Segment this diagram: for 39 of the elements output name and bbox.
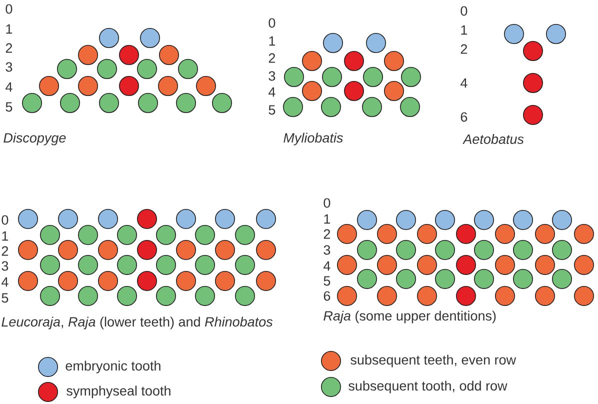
row-number: 3 bbox=[6, 62, 12, 72]
row-number: 1 bbox=[461, 25, 468, 35]
row-number: 5 bbox=[6, 102, 12, 112]
row-number: 5 bbox=[268, 105, 276, 115]
genus-caption: Discopyge bbox=[4, 132, 66, 146]
row-number: 4 bbox=[460, 78, 468, 88]
row-number: 1 bbox=[2, 231, 8, 241]
row-number: 2 bbox=[324, 229, 330, 239]
row-number: 4 bbox=[324, 261, 330, 271]
genus-caption: Aetobatus bbox=[462, 134, 524, 144]
legend-text: symphyseal tooth bbox=[66, 386, 170, 398]
row-number: 0 bbox=[324, 198, 330, 208]
genus-caption: Myliobatis bbox=[284, 132, 343, 146]
row-number: 3 bbox=[268, 71, 276, 81]
row-number: 6 bbox=[324, 291, 330, 301]
row-number: 0 bbox=[268, 18, 276, 28]
row-number: 4 bbox=[2, 277, 8, 287]
genus-caption: Raja (some upper dentitions) bbox=[324, 310, 496, 324]
legend-text: subsequent tooth, odd row bbox=[348, 380, 508, 394]
legend-text: subsequent teeth, even row bbox=[350, 354, 516, 368]
row-number: 5 bbox=[324, 276, 330, 286]
row-number: 2 bbox=[6, 43, 12, 53]
row-number: 3 bbox=[324, 245, 330, 255]
row-number: 0 bbox=[2, 215, 8, 225]
row-number: 1 bbox=[324, 214, 330, 224]
row-number: 2 bbox=[460, 44, 468, 54]
row-number: 5 bbox=[2, 293, 8, 303]
legend-text: embryonic tooth bbox=[66, 360, 160, 374]
row-number: 4 bbox=[268, 87, 276, 97]
row-number: 4 bbox=[6, 82, 12, 92]
genus-caption: Leucoraja, Raja (lower teeth) and Rhinobatos bbox=[2, 316, 273, 330]
row-number: 0 bbox=[6, 4, 12, 14]
row-number: 0 bbox=[460, 6, 468, 16]
row-number: 3 bbox=[2, 261, 8, 271]
row-number: 2 bbox=[2, 246, 8, 256]
row-number: 1 bbox=[269, 36, 276, 46]
row-number: 2 bbox=[268, 53, 276, 63]
row-number: 1 bbox=[6, 24, 12, 34]
row-number: 6 bbox=[460, 112, 468, 122]
